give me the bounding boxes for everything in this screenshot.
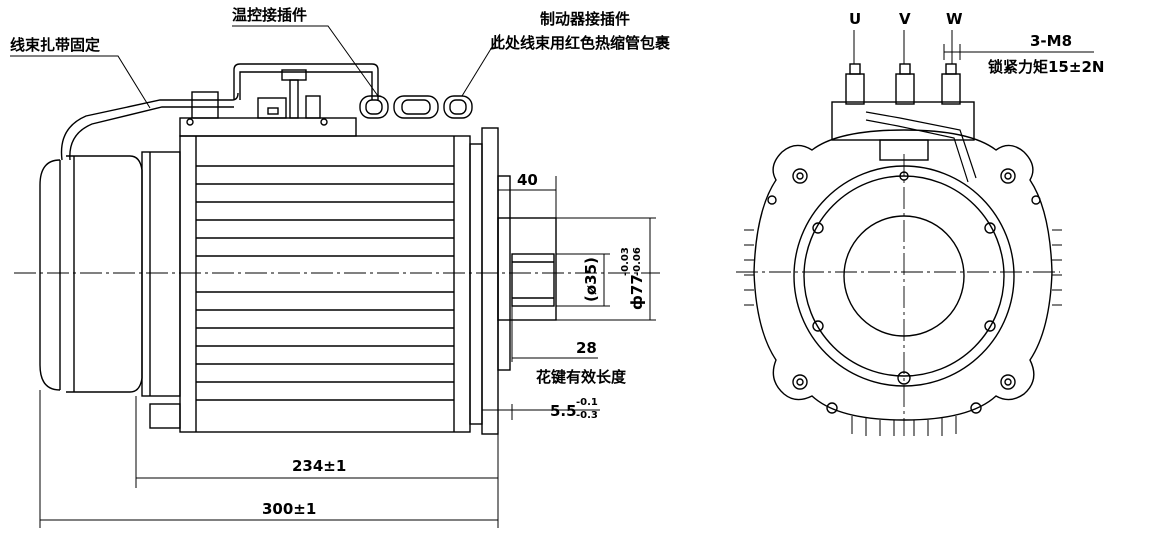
front-view — [736, 30, 1094, 436]
dim-5-5-tol-lower: -0.3 — [576, 410, 598, 421]
connectors — [359, 95, 473, 119]
phase-v-label: V — [899, 10, 911, 28]
shaft — [497, 217, 557, 321]
side-dimensions — [39, 176, 656, 528]
temp-connector-label: 温控接插件 — [232, 6, 307, 24]
rear-end-cap — [39, 151, 181, 429]
controller-connector-label: 制动器接插件 — [540, 10, 630, 28]
phase-w-label: W — [946, 10, 963, 28]
dim-77: ф77 — [628, 274, 646, 310]
front-leaders — [853, 30, 1094, 64]
dim-234: 234±1 — [292, 457, 346, 475]
front-bolts — [767, 168, 1041, 414]
finned-housing — [179, 135, 471, 433]
dim-5-5: 5.5 — [550, 402, 577, 420]
front-view-labels: U V W 3-M8 锁紧力矩15±2N — [849, 10, 1104, 76]
harness-loop — [60, 63, 379, 161]
bolt-spec-label: 3-M8 — [1030, 32, 1072, 50]
phase-u-label: U — [849, 10, 861, 28]
spline-length-label: 花键有效长度 — [536, 368, 627, 386]
side-view — [10, 25, 660, 528]
dim-28: 28 — [576, 339, 597, 357]
dim-77-tol-upper: -0.03 — [620, 247, 631, 276]
torque-label: 锁紧力矩15±2N — [988, 58, 1104, 76]
dim-300: 300±1 — [262, 500, 316, 518]
harness-fix-label: 线束扎带固定 — [10, 36, 100, 54]
front-flange — [469, 127, 511, 435]
dim-40: 40 — [517, 171, 538, 189]
terminal-box — [831, 63, 977, 183]
side-leaders — [10, 25, 501, 109]
dim-77-tol-lower: -0.06 — [632, 247, 643, 276]
top-plate — [179, 69, 357, 137]
dim-35: (ø35) — [582, 257, 600, 302]
dim-5-5-tol-upper: -0.1 — [576, 397, 598, 408]
side-view-labels: 线束扎带固定 温控接插件 制动器接插件 此处线束用红色热缩管包裹 花键有效长度 … — [10, 6, 671, 518]
harness-note-label: 此处线束用红色热缩管包裹 — [490, 34, 671, 52]
